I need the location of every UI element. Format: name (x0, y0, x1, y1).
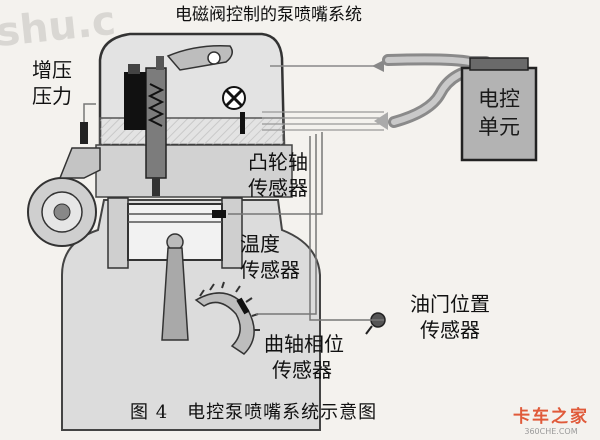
label-cam-sensor-line2: 传感器 (248, 176, 308, 201)
label-boost-pressure-line1: 增压 (32, 58, 72, 83)
label-ecu-line1: 电控 (478, 86, 520, 113)
wire-throttle (310, 136, 384, 320)
figure-caption: 图 4 电控泵喷嘴系统示意图 (130, 400, 377, 425)
arrow-bundle (374, 112, 388, 130)
watermark-right-main: 卡车之家 (508, 402, 594, 427)
boost-sensor (80, 122, 88, 144)
cylinder-wall-right (222, 198, 242, 268)
solenoid-valve (124, 72, 146, 130)
arrow-solenoid (372, 60, 384, 72)
label-throttle-sensor-line1: 油门位置 (410, 292, 490, 317)
label-cam-sensor-line1: 凸轮轴 (248, 150, 308, 175)
camshaft-sensor (240, 112, 245, 134)
temp-sensor (212, 210, 226, 218)
label-ecu-line2: 单元 (478, 114, 520, 141)
injector-nozzle (152, 178, 160, 196)
turbo-duct (60, 148, 100, 178)
label-throttle-sensor-line2: 传感器 (420, 318, 480, 343)
label-boost-pressure-line2: 压力 (32, 84, 72, 109)
label-temp-sensor-line2: 传感器 (240, 258, 300, 283)
label-crank-sensor-line2: 传感器 (272, 358, 332, 383)
watermark-right-sub: 360CHE.COM (508, 427, 594, 436)
wire-boost (84, 104, 96, 122)
watermark-right: 卡车之家 360CHE.COM (508, 402, 594, 436)
label-crank-sensor-line1: 曲轴相位 (264, 332, 344, 357)
diagram-title: 电磁阀控制的泵喷嘴系统 (175, 4, 362, 26)
label-temp-sensor-line1: 温度 (240, 232, 280, 257)
cylinder-wall-left (108, 198, 128, 268)
